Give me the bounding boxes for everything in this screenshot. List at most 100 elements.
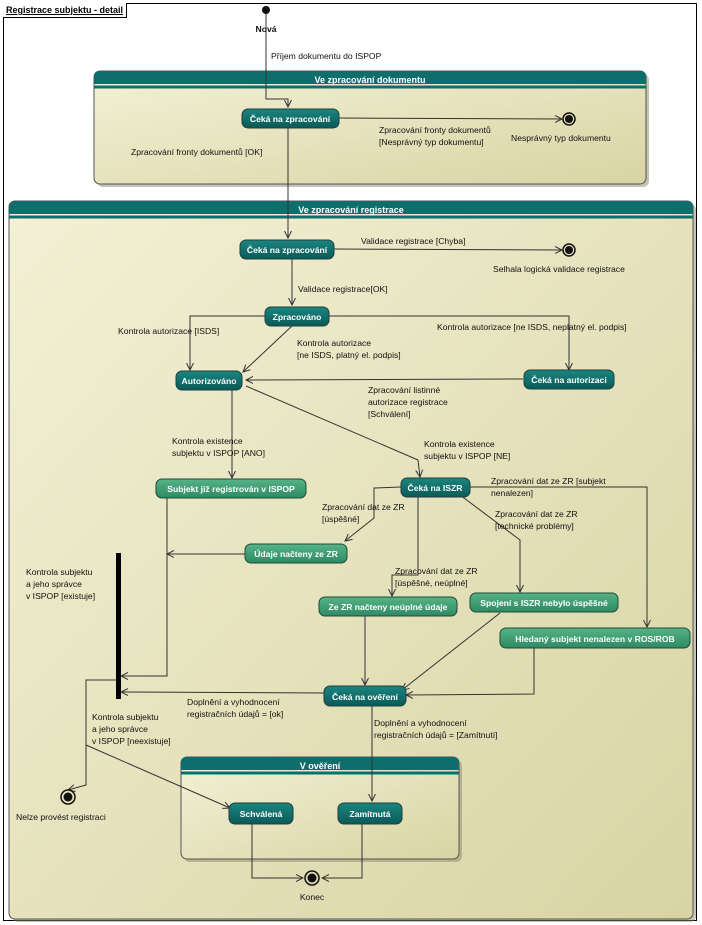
validation-failed-label: Selhala logická validace registrace (493, 264, 625, 274)
state-waiting-iszr[interactable]: Čeká na ISZR (400, 477, 471, 498)
label-complete-rejected-2: registračních údajů = [Zamítnutí] (374, 730, 497, 740)
state-incomplete-data[interactable]: Ze ZR načteny neúplné údaje (318, 596, 458, 617)
bad-type-label: Nesprávný typ dokumentu (511, 133, 611, 143)
label-zr-tech-1: Zpracování dat ze ZR (495, 509, 578, 519)
label-validation-error: Validace registrace [Chyba] (361, 236, 465, 246)
state-processed[interactable]: Zpracováno (264, 306, 330, 327)
edge-notfound-verify (406, 648, 535, 695)
label-zr-not-found-1: Zpracování dat ze ZR [subjekt (491, 476, 606, 486)
state-authorized-label: Autorizováno (182, 376, 237, 386)
label-complete-ok-2: registračních údajů = [ok] (187, 709, 283, 719)
state-iszr-failed[interactable]: Spojení s ISZR nebylo úspěšné (469, 592, 619, 613)
state-already-registered[interactable]: Subjekt již registrován v ISPOP (155, 478, 307, 499)
label-queue-bad-2: [Nesprávný typ dokumentu] (379, 137, 484, 147)
label-exists-yes-1: Kontrola existence (172, 436, 243, 446)
label-zr-partial-1: Zpracování dat ze ZR (395, 566, 478, 576)
edge-exists-no (245, 385, 420, 477)
state-data-loaded[interactable]: Údaje načteny ze ZR (244, 543, 348, 564)
join-bar (116, 553, 121, 699)
state-already-registered-label: Subjekt již registrován v ISPOP (167, 484, 295, 494)
state-processed-label: Zpracováno (273, 312, 322, 322)
final-cannot-register (60, 789, 76, 805)
edge-bar-cannot-register (68, 679, 119, 790)
label-zr-partial-2: [úspěšné, neúplné] (395, 578, 468, 588)
composite-document-header: Ve zpracování dokumentu (314, 75, 425, 85)
state-rejected-label: Zamítnutá (349, 809, 390, 819)
edge-paper-auth (246, 379, 524, 380)
state-waiting-doc-label: Čeká na zpracování (250, 113, 331, 124)
edge-auth-isds (190, 315, 265, 370)
state-waiting-auth[interactable]: Čeká na autorizaci (523, 369, 615, 390)
initial-node (262, 6, 270, 14)
composite-verification-header: V ověření (300, 761, 341, 771)
end-label: Konec (300, 892, 325, 902)
edge-failed-verify (402, 612, 501, 690)
label-auth-signed-2: [ne ISDS, platný el. podpis] (297, 350, 401, 360)
label-zr-ok-2: [úspěšné] (322, 514, 359, 524)
edge-rejected-end (322, 824, 363, 878)
edge-auth-unsigned (329, 315, 569, 370)
state-not-found-label: Hledaný subjekt nenalezen v ROS/ROB (515, 634, 675, 644)
edge-verify-bar (121, 692, 325, 693)
label-zr-not-found-2: nenalezen] (491, 488, 533, 498)
label-exists-no-2: subjektu v ISPOP [NE] (424, 451, 510, 461)
composite-verification: V ověření (180, 756, 462, 862)
state-waiting-auth-label: Čeká na autorizaci (531, 374, 606, 385)
label-zr-tech-2: [technické problémy] (495, 521, 574, 531)
state-waiting-doc[interactable]: Čeká na zpracování (241, 108, 340, 129)
state-not-found[interactable]: Hledaný subjekt nenalezen v ROS/ROB (499, 627, 691, 649)
label-zr-ok-1: Zpracování dat ze ZR (322, 502, 405, 512)
edge-bad-type (338, 118, 562, 119)
label-check-not-exists-3: v ISPOP [neexistuje] (92, 736, 171, 746)
label-auth-isds: Kontrola autorizace [ISDS] (118, 326, 219, 336)
edge-approved-end (251, 824, 303, 878)
state-iszr-failed-label: Spojení s ISZR nebylo úspěšné (480, 598, 608, 608)
state-authorized[interactable]: Autorizováno (175, 370, 243, 391)
edge-bar-approved (85, 744, 230, 808)
label-validation-ok: Validace registrace[OK] (298, 284, 388, 294)
state-approved[interactable]: Schválená (228, 802, 294, 825)
state-rejected[interactable]: Zamítnutá (337, 802, 403, 825)
diagram-title: Registrace subjektu - detail (3, 3, 128, 18)
cannot-register-label: Nelze provést registraci (16, 812, 106, 822)
label-check-not-exists-2: a jeho správce (92, 724, 148, 734)
edge-auth-signed (243, 325, 293, 372)
label-paper-auth-3: [Schválení] (368, 409, 411, 419)
edge-start-waiting-doc (265, 14, 288, 107)
edge-zr-not-found (470, 486, 647, 627)
label-complete-ok-1: Doplnění a vyhodnocení (187, 697, 280, 707)
label-exists-yes-2: subjektu v ISPOP [ANO] (172, 448, 265, 458)
state-waiting-verify-label: Čeká na ověření (332, 691, 399, 702)
edge-zr-partial (392, 497, 419, 596)
start-label: Nová (255, 24, 276, 34)
composite-document: Ve zpracování dokumentu (93, 70, 649, 187)
state-waiting-iszr-label: Čeká na ISZR (408, 482, 464, 493)
label-check-not-exists-1: Kontrola subjektu (92, 712, 159, 722)
label-queue-bad-1: Zpracování fronty dokumentů (379, 125, 491, 135)
label-auth-unsigned: Kontrola autorizace [ne ISDS, neplatný e… (437, 322, 627, 332)
state-approved-label: Schválená (240, 809, 283, 819)
label-receive: Příjem dokumentu do ISPOP (271, 51, 382, 61)
label-queue-ok: Zpracování fronty dokumentů [OK] (131, 147, 262, 157)
final-end (304, 870, 320, 886)
label-check-exists-3: v ISPOP [existuje] (26, 591, 95, 601)
state-waiting-reg[interactable]: Čeká na zpracování (239, 239, 335, 260)
label-complete-rejected-1: Doplnění a vyhodnocení (374, 718, 467, 728)
state-waiting-reg-label: Čeká na zpracování (247, 244, 328, 255)
label-exists-no-1: Kontrola existence (424, 439, 495, 449)
state-incomplete-data-label: Ze ZR načteny neúplné údaje (329, 602, 448, 612)
state-waiting-verify[interactable]: Čeká na ověření (323, 685, 407, 707)
label-auth-signed-1: Kontrola autorizace (297, 338, 371, 348)
edge-validation-error (333, 249, 562, 250)
edge-zr-ok (345, 486, 402, 541)
final-bad-type (562, 112, 576, 126)
state-data-loaded-label: Údaje načteny ze ZR (254, 548, 338, 559)
label-paper-auth-1: Zpracování listinné (368, 385, 440, 395)
edge-zr-tech (459, 494, 520, 592)
final-validation-failed (562, 243, 576, 257)
label-check-exists-1: Kontrola subjektu (26, 567, 93, 577)
label-paper-auth-2: autorizace registrace (368, 397, 448, 407)
composite-registration-header: Ve zpracování registrace (298, 205, 404, 215)
label-check-exists-2: a jeho správce (26, 579, 82, 589)
